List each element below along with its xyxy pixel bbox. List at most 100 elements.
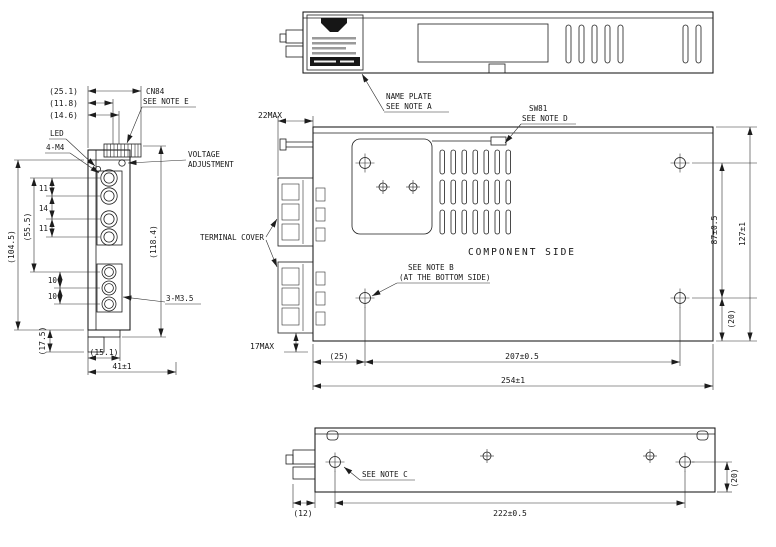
terminal-screw-m4	[100, 210, 118, 228]
input-terminal-block	[96, 169, 123, 246]
top-vent-slats	[565, 24, 702, 64]
main-right-dimensions: 87±0.5 (20) 127±1	[692, 126, 757, 342]
front-right-dimension: (118.4)	[122, 145, 166, 338]
dim-41: 41±1	[112, 362, 131, 371]
m35-label: 3-M3.5	[166, 294, 193, 303]
mounting-hole	[355, 288, 375, 308]
upper-terminal-cover	[277, 177, 326, 247]
led-callout: LED	[49, 129, 96, 167]
dim-22max-label: 22MAX	[258, 111, 282, 120]
dim-87-label: 87±0.5	[710, 215, 719, 244]
output-terminal-block	[96, 263, 123, 313]
dim-207-label: 207±0.5	[505, 352, 539, 361]
terminal-screw-m4	[100, 169, 118, 187]
voltage-adjustment-callout: VOLTAGE ADJUSTMENT	[127, 150, 234, 169]
top-input-connector	[279, 29, 304, 58]
bracket-screw	[375, 179, 391, 195]
voltage-label: VOLTAGE	[188, 150, 220, 159]
top-view: NAME PLATE SEE NOTE A	[279, 11, 714, 113]
front-flange	[87, 329, 121, 338]
front-view: (25.1) (11.8) (14.6) CN84 SEE NOTE E LED…	[7, 86, 234, 375]
note-a-label: SEE NOTE A	[386, 102, 432, 111]
m4-callout: 4-M4	[45, 143, 100, 174]
terminal-screw-m35	[101, 280, 117, 296]
dim-14: 14	[39, 204, 49, 213]
dim-55-5: (55.5)	[23, 213, 32, 242]
m35-callout: 3-M3.5	[122, 294, 201, 305]
sw81-callout: SW81 SEE NOTE D	[504, 104, 576, 144]
sw81-switch	[490, 136, 507, 146]
front-bottom-dimensions: (15.1) 41±1	[87, 337, 177, 375]
front-body-outline	[87, 149, 131, 331]
lower-terminal-cover	[277, 261, 326, 334]
keyhole-slot	[696, 430, 709, 441]
dim-22max: 22MAX	[258, 111, 314, 176]
top-left-pin	[279, 138, 313, 151]
dim-17max-label: 17MAX	[250, 342, 274, 351]
front-left-dimensions: (104.5) 11 14 11 (55.5) 10 10 (17.5)	[7, 159, 100, 355]
bottom-dimensions: (12) 222±0.5 (20)	[292, 461, 739, 518]
keyhole-slot	[326, 430, 339, 441]
dim-11-8: (11.8)	[49, 99, 78, 108]
name-plate	[306, 14, 364, 71]
voltage-adjust-hole	[118, 159, 126, 167]
terminal-screw-m4	[100, 187, 118, 205]
note-b-sub-label: (AT THE BOTTOM SIDE)	[399, 273, 490, 282]
mounting-hole	[675, 452, 695, 472]
dim-25-label: (25)	[329, 352, 348, 361]
dim-20-label: (20)	[727, 309, 736, 328]
mounting-hole	[670, 153, 690, 173]
note-b-label: SEE NOTE B	[408, 263, 454, 272]
dim-11a: 11	[39, 184, 49, 193]
terminal-screw-m35	[101, 296, 117, 312]
bottom-screw	[479, 448, 495, 464]
vent-slots	[439, 149, 512, 235]
note-c-label: SEE NOTE C	[362, 470, 408, 479]
dim-25-1: (25.1)	[49, 87, 78, 96]
adjustment-label: ADJUSTMENT	[188, 160, 234, 169]
bottom-view: SEE NOTE C (12) 222±0.5 (20)	[285, 427, 739, 518]
cn84-connector	[103, 143, 142, 158]
bracket-screw	[405, 179, 421, 195]
dim-118-4: (118.4)	[149, 225, 158, 259]
component-side-label: COMPONENT SIDE	[468, 247, 576, 258]
name-plate-label: NAME PLATE	[386, 92, 432, 101]
dim-10b: 10	[48, 292, 58, 301]
top-label-recess	[417, 23, 549, 63]
terminal-screw-m35	[101, 264, 117, 280]
bottom-outline	[314, 427, 716, 493]
dim-20-bottom-label: (20)	[730, 468, 739, 487]
cn84-callout: CN84 SEE NOTE E	[126, 87, 196, 144]
note-b-callout: SEE NOTE B (AT THE BOTTOM SIDE)	[371, 263, 490, 297]
terminal-screw-m4	[100, 228, 118, 246]
dim-222-label: 222±0.5	[493, 509, 527, 518]
top-view-outline	[302, 11, 714, 74]
dim-17max: 17MAX	[250, 333, 308, 353]
brand-logo	[321, 18, 347, 32]
mounting-hole	[325, 452, 345, 472]
main-view: COMPONENT SIDE 22MAX	[200, 104, 757, 390]
mounting-hole	[670, 288, 690, 308]
led-label: LED	[50, 129, 64, 138]
front-foot	[87, 336, 105, 353]
dim-10a: 10	[48, 276, 58, 285]
main-bottom-dimensions: (25) 207±0.5 254±1	[312, 307, 714, 390]
dim-14-6: (14.6)	[49, 111, 78, 120]
cn84-label: CN84	[146, 87, 165, 96]
bottom-input-connector	[285, 449, 316, 480]
note-e-label: SEE NOTE E	[143, 97, 189, 106]
dim-11b: 11	[39, 224, 49, 233]
mounting-hole	[355, 153, 375, 173]
terminal-cover-label: TERMINAL COVER	[200, 233, 264, 242]
m4-label: 4-M4	[46, 143, 65, 152]
note-d-label: SEE NOTE D	[522, 114, 568, 123]
name-plate-callout: NAME PLATE SEE NOTE A	[361, 73, 449, 113]
inner-bracket	[351, 138, 491, 235]
dim-127-label: 127±1	[738, 222, 747, 246]
front-top-dimensions: (25.1) (11.8) (14.6)	[49, 86, 142, 148]
dim-254-label: 254±1	[501, 376, 525, 385]
dim-15-1: (15.1)	[90, 348, 119, 357]
dim-104-5: (104.5)	[7, 230, 16, 264]
